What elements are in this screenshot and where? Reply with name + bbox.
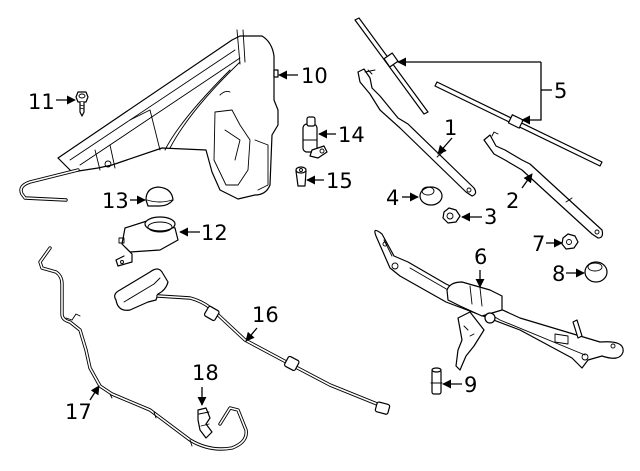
callout-3[interactable]: 3 [461,205,497,229]
grommet-15 [295,166,307,187]
callout-14[interactable]: 14 [318,123,365,147]
callout-label-10: 10 [301,64,328,88]
callout-12[interactable]: 12 [179,221,228,245]
callout-7[interactable]: 7 [532,232,563,256]
callout-label-12: 12 [201,221,228,245]
callout-label-2: 2 [506,189,519,213]
callout-11[interactable]: 11 [28,90,76,114]
callout-label-17: 17 [65,400,92,424]
callout-17[interactable]: 17 [65,385,100,424]
washer-reservoir [57,29,279,200]
callout-label-16: 16 [252,303,279,327]
callout-8[interactable]: 8 [552,262,585,286]
washer-hose-17 [38,246,248,451]
callout-label-5: 5 [554,79,567,103]
nut-3 [442,207,461,224]
bolt [75,91,89,117]
callout-2[interactable]: 2 [506,173,533,213]
callout-4[interactable]: 4 [386,186,419,210]
filler-neck [115,216,179,267]
grommet-8 [584,261,608,283]
callout-5[interactable]: 5 [397,57,567,125]
callout-label-1: 1 [444,116,457,140]
callout-label-3: 3 [484,205,497,229]
callout-label-6: 6 [474,245,487,269]
callout-18[interactable]: 18 [192,361,219,406]
wiper-motor-linkage [374,229,624,371]
callout-label-8: 8 [552,262,565,286]
callout-16[interactable]: 16 [245,303,279,342]
callout-label-13: 13 [102,189,129,213]
washer-pump [302,116,328,159]
callout-label-9: 9 [464,373,477,397]
callout-9[interactable]: 9 [442,373,477,397]
nozzle-18 [197,407,213,439]
wiper-arm-2 [483,131,604,239]
filler-cap [145,186,174,207]
reservoir-filler-hose [19,168,80,202]
washer-hose-16 [114,268,391,415]
nut-7 [561,233,579,250]
callout-label-7: 7 [532,232,545,256]
callout-label-4: 4 [386,186,399,210]
callout-13[interactable]: 13 [102,189,146,213]
cap-4 [419,186,443,206]
callout-15[interactable]: 15 [306,169,353,193]
wiper-arm-1 [357,68,477,197]
callout-label-15: 15 [326,169,353,193]
callout-label-18: 18 [192,361,219,385]
callout-label-14: 14 [338,123,365,147]
wiper-blade-upper [354,17,429,115]
bushing-9 [430,367,443,395]
callout-label-11: 11 [28,90,55,114]
callout-6[interactable]: 6 [474,245,487,288]
wiper-blade-lower [434,81,603,167]
callout-10[interactable]: 10 [278,64,328,88]
callout-1[interactable]: 1 [437,116,457,155]
